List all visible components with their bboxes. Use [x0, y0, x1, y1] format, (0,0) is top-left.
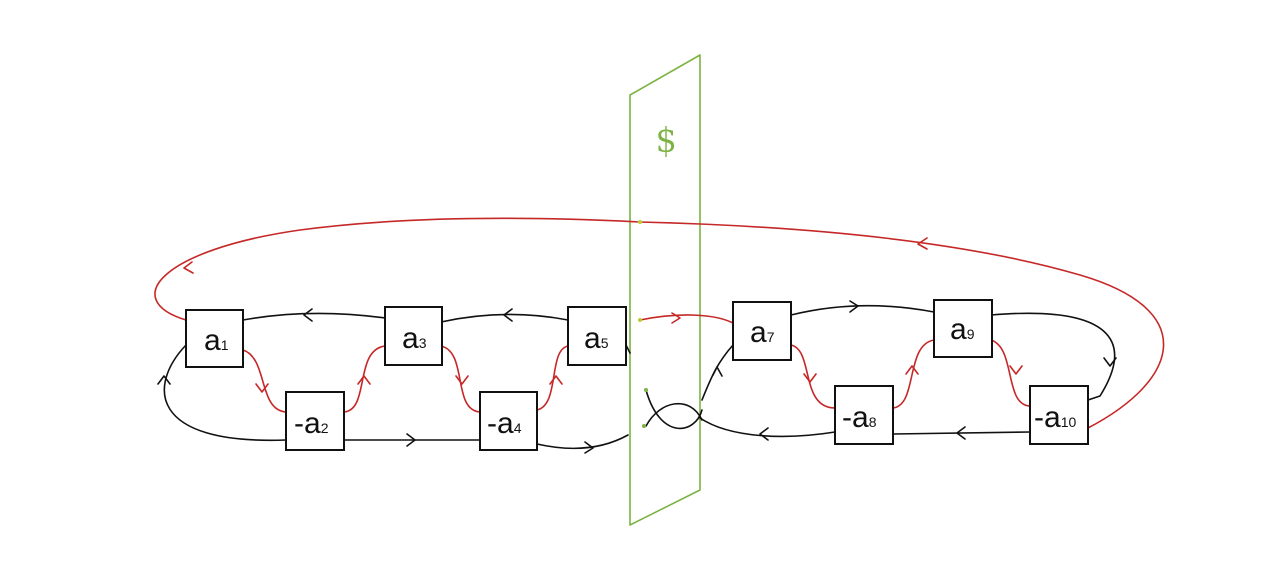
box-a3-subscript: 3 — [419, 335, 427, 351]
box-a2-label: -a2 — [294, 407, 329, 440]
arrow-top-left — [303, 308, 313, 322]
arrow-top-mid — [503, 308, 513, 322]
box-a4-frame — [479, 391, 538, 451]
box-a2-sign: - — [294, 407, 304, 440]
red-arrow-a2-a3 — [357, 375, 371, 385]
intersection-point — [642, 424, 646, 428]
intersection-point — [638, 220, 642, 224]
box-a7-label: a7 — [750, 316, 775, 349]
red-arrow-a5-a7 — [671, 312, 681, 324]
strand-to-a7 — [701, 344, 734, 401]
strand-bottom-a8 — [699, 417, 836, 438]
red-a4-a5 — [536, 345, 569, 411]
red-arrow-a1-a2 — [255, 383, 269, 393]
box-a5: a5 — [567, 306, 627, 366]
red-a9-a10 — [990, 339, 1031, 407]
strand-a4-to-plane — [536, 434, 629, 450]
box-a10: -a10 — [1029, 385, 1089, 445]
arrow-left-loop — [157, 375, 171, 385]
box-a7: a7 — [732, 301, 792, 361]
box-a3-label: a3 — [402, 322, 427, 355]
plane-intersection-points — [638, 220, 648, 428]
box-a1-label: a1 — [204, 324, 229, 357]
red-a5-a7 — [639, 314, 734, 324]
red-strands — [154, 217, 1165, 429]
box-a8-base: a — [852, 401, 869, 434]
box-a1-frame — [185, 309, 244, 368]
red-a7-a8 — [790, 344, 836, 409]
box-a8-label: -a8 — [842, 401, 877, 434]
red-arrow-top-right — [917, 237, 928, 250]
box-a1-base: a — [204, 324, 221, 357]
box-a3-frame — [384, 306, 443, 366]
box-a2-base: a — [304, 407, 321, 440]
box-a3-base: a — [402, 322, 419, 355]
intersection-point — [638, 318, 642, 322]
box-a5-frame — [567, 306, 627, 366]
box-a2: -a2 — [285, 391, 345, 451]
red-arrow-top-left — [183, 261, 194, 274]
arrow-bottom-a2-a4 — [406, 433, 416, 447]
box-a8-sign: - — [842, 401, 852, 434]
box-a5-label: a5 — [584, 322, 609, 355]
box-a2-subscript: 2 — [321, 420, 329, 436]
black-strands — [157, 300, 1117, 454]
red-a3-a4 — [440, 345, 481, 413]
red-arrow-a3-a4 — [455, 375, 469, 385]
box-a9: a9 — [933, 299, 993, 358]
box-a4-subscript: 4 — [514, 420, 522, 436]
intersection-point — [644, 388, 648, 392]
plane-s: S — [629, 54, 701, 526]
box-a10-frame — [1029, 385, 1089, 445]
red-arrow-a8-a9 — [905, 365, 919, 375]
red-a8-a9 — [892, 339, 935, 409]
red-arrow-a4-a5 — [549, 375, 563, 385]
box-a1: a1 — [185, 309, 244, 368]
strand-left-loop — [163, 344, 287, 441]
red-a1-a2 — [242, 349, 287, 413]
box-a7-subscript: 7 — [767, 329, 775, 345]
box-a10-base: a — [1044, 401, 1061, 434]
box-a8-frame — [834, 385, 894, 445]
arrow-bottom-right-2 — [956, 426, 966, 440]
strand-twist-2 — [645, 403, 703, 427]
strand-top-a1-a3 — [242, 312, 386, 321]
box-a7-frame — [732, 301, 792, 361]
box-a3: a3 — [384, 306, 443, 366]
red-arrow-a7-a8 — [803, 373, 817, 383]
box-a5-subscript: 5 — [601, 335, 609, 351]
box-a10-label: -a10 — [1034, 401, 1076, 434]
box-a10-sign: - — [1034, 401, 1044, 434]
box-a5-base: a — [584, 322, 601, 355]
strand-bottom-a8-a10 — [892, 431, 1031, 435]
arrow-bottom-right-1 — [759, 427, 769, 441]
box-a9-label: a9 — [950, 313, 975, 346]
box-a4-label: -a4 — [487, 407, 522, 440]
arrow-right-loop — [1103, 357, 1117, 367]
box-a4: -a4 — [479, 391, 538, 451]
strand-top-a7-a9 — [790, 304, 935, 316]
box-a9-frame — [933, 299, 993, 358]
box-a8: -a8 — [834, 385, 894, 445]
strand-twist-1 — [645, 389, 703, 430]
arrow-a4-plane — [584, 441, 594, 454]
box-a1-subscript: 1 — [221, 337, 229, 353]
plane-outline — [629, 54, 701, 526]
box-a4-base: a — [497, 407, 514, 440]
box-a9-base: a — [950, 313, 967, 346]
arrow-top-right — [849, 300, 859, 313]
box-a10-subscript: 10 — [1061, 414, 1077, 430]
box-a2-frame — [285, 391, 345, 451]
red-big-arc — [154, 217, 1165, 429]
box-a8-subscript: 8 — [869, 414, 877, 430]
red-arrow-a9-a10 — [1009, 365, 1023, 375]
strand-right-loop — [990, 312, 1116, 401]
box-a4-sign: - — [487, 407, 497, 440]
red-a2-a3 — [343, 345, 386, 413]
box-a7-base: a — [750, 316, 767, 349]
box-a9-subscript: 9 — [967, 326, 975, 342]
arrow-to-a7 — [712, 366, 723, 377]
